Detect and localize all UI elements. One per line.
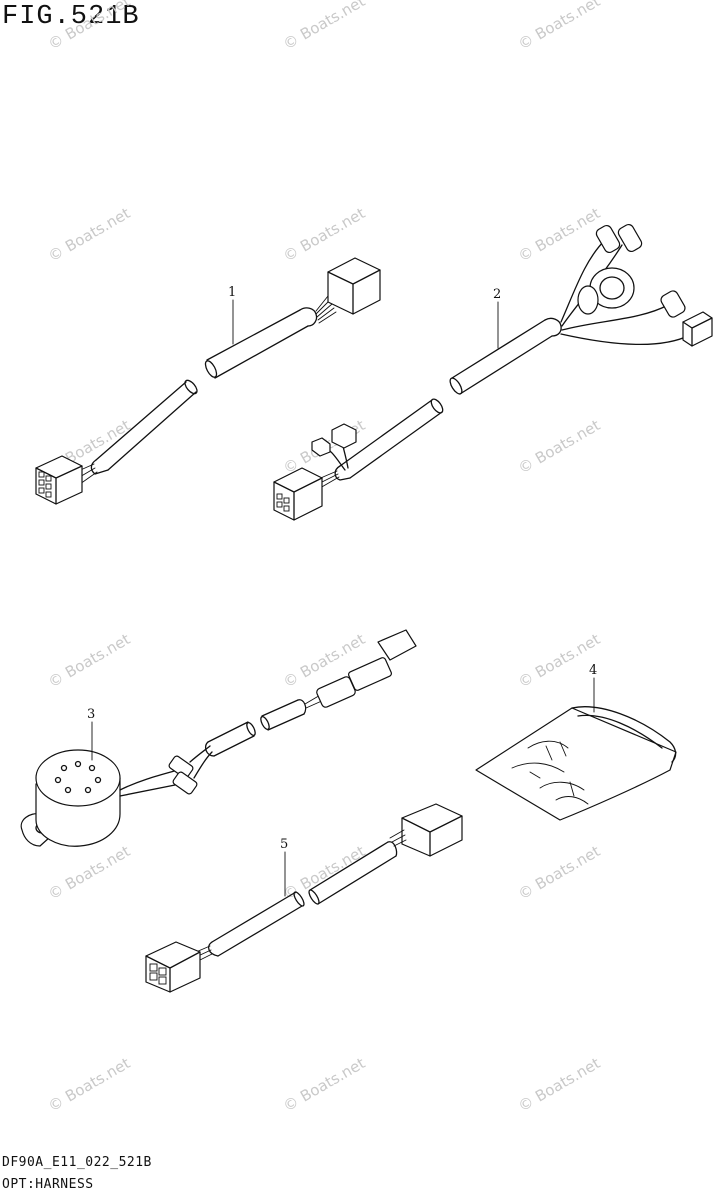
part-5-harness[interactable]: 5 bbox=[145, 803, 463, 993]
callout-4: 4 bbox=[589, 663, 597, 678]
callout-5: 5 bbox=[280, 837, 288, 852]
watermark: © Boats.net bbox=[280, 1054, 368, 1115]
drawing-name: OPT:HARNESS bbox=[2, 1177, 94, 1192]
watermark: © Boats.net bbox=[45, 204, 133, 265]
figure-title: FIG.521B bbox=[2, 2, 140, 32]
callout-3: 3 bbox=[87, 707, 95, 722]
watermark: © Boats.net bbox=[515, 0, 603, 53]
watermark: © Boats.net bbox=[45, 0, 133, 53]
watermark: © Boats.net bbox=[280, 204, 368, 265]
part-2-harness[interactable]: 2 bbox=[273, 223, 713, 521]
watermarks: © Boats.net © Boats.net © Boats.net © Bo… bbox=[45, 0, 603, 1115]
callout-1: 1 bbox=[228, 285, 236, 300]
watermark: © Boats.net bbox=[45, 630, 133, 691]
part-4-bag[interactable]: 4 bbox=[475, 663, 677, 821]
watermark: © Boats.net bbox=[515, 630, 603, 691]
watermark: © Boats.net bbox=[45, 842, 133, 903]
watermark: © Boats.net bbox=[515, 842, 603, 903]
watermark: © Boats.net bbox=[515, 416, 603, 477]
watermark: © Boats.net bbox=[280, 0, 368, 53]
callout-2: 2 bbox=[493, 287, 501, 302]
part-1-harness[interactable]: 1 bbox=[35, 257, 381, 505]
watermark: © Boats.net bbox=[515, 1054, 603, 1115]
watermark: © Boats.net bbox=[45, 1054, 133, 1115]
part-3-buzzer[interactable]: 3 bbox=[20, 629, 417, 847]
watermark: © Boats.net bbox=[515, 204, 603, 265]
drawing-code: DF90A_E11_022_521B bbox=[2, 1155, 152, 1170]
